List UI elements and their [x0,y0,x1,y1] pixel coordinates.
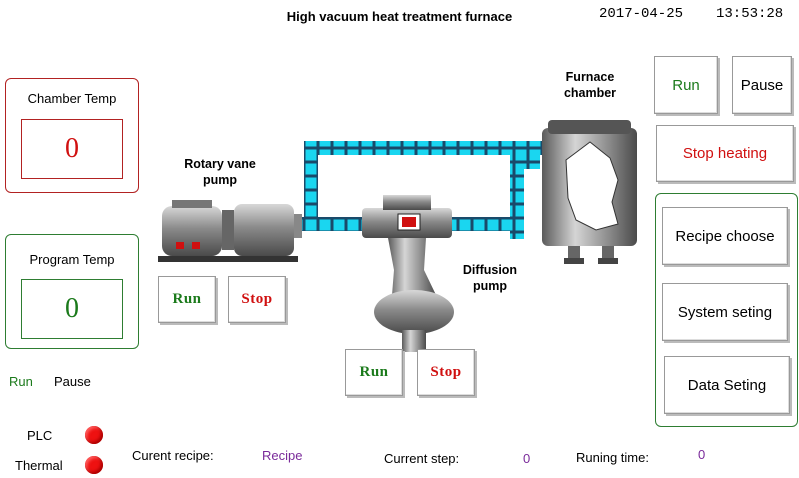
diffusion-pump-label-line2: pump [472,279,508,293]
pipe-left-vertical [304,141,318,219]
rotary-pump-label-line1: Rotary vane [184,157,256,171]
rotary-pump-run-button[interactable]: Run [158,276,216,323]
vacuum-system-diagram [158,120,637,352]
page-title: High vacuum heat treatment furnace [286,9,513,24]
furnace-pause-button[interactable]: Pause [732,56,792,114]
chamber-temp-label: Chamber Temp [27,91,117,106]
thermal-indicator-led [85,456,103,474]
rotary-pump-stop-button[interactable]: Stop [228,276,286,323]
system-setting-button[interactable]: System seting [662,283,788,341]
furnace-label-line1: Furnace [565,70,615,84]
diffusion-pump-body [374,290,454,334]
thermal-label: Thermal [15,458,63,473]
furnace-chamber-label: Furnace chamber [545,69,635,101]
rotary-pump-label: Rotary vane pump [170,156,270,188]
furnace-chamber-window [565,141,619,231]
program-temp-value: 0 [21,279,123,339]
running-time-value: 0 [698,447,706,462]
pipe-top-segment [304,141,544,155]
rotary-pump-body [234,204,294,256]
chamber-temp-value: 0 [21,119,123,179]
furnace-run-button[interactable]: Run [654,56,718,114]
diffusion-pump-label: Diffusion pump [450,262,530,294]
program-temp-label: Program Temp [29,252,115,267]
diffusion-pump-label-line1: Diffusion [462,263,518,277]
plc-label: PLC [27,428,53,443]
current-step-label: Current step: [384,451,460,466]
diffusion-pump-neck [388,238,436,295]
data-setting-button[interactable]: Data Seting [664,356,790,414]
status-run-label: Run [9,374,33,389]
program-temp-panel: Program Temp 0 [5,234,139,349]
pipe-diffusion-right [450,217,524,231]
rotary-pump-label-line2: pump [202,173,238,187]
plc-indicator-led [85,426,103,444]
current-recipe-value: Recipe [262,448,303,463]
diffusion-pump-run-button[interactable]: Run [345,349,403,396]
current-step-value: 0 [523,451,531,466]
time-display: 13:53:28 [716,6,784,22]
current-recipe-label: Curent recipe: [132,448,214,463]
status-pause-label: Pause [54,374,91,389]
stop-heating-button[interactable]: Stop heating [656,125,794,182]
recipe-choose-button[interactable]: Recipe choose [662,207,788,265]
date-display: 2017-04-25 [599,6,684,22]
running-time-label: Runing time: [576,450,649,465]
furnace-label-line2: chamber [563,86,617,100]
chamber-temp-panel: Chamber Temp 0 [5,78,139,193]
diffusion-pump-stop-button[interactable]: Stop [417,349,475,396]
rotary-pump-base [158,256,298,262]
